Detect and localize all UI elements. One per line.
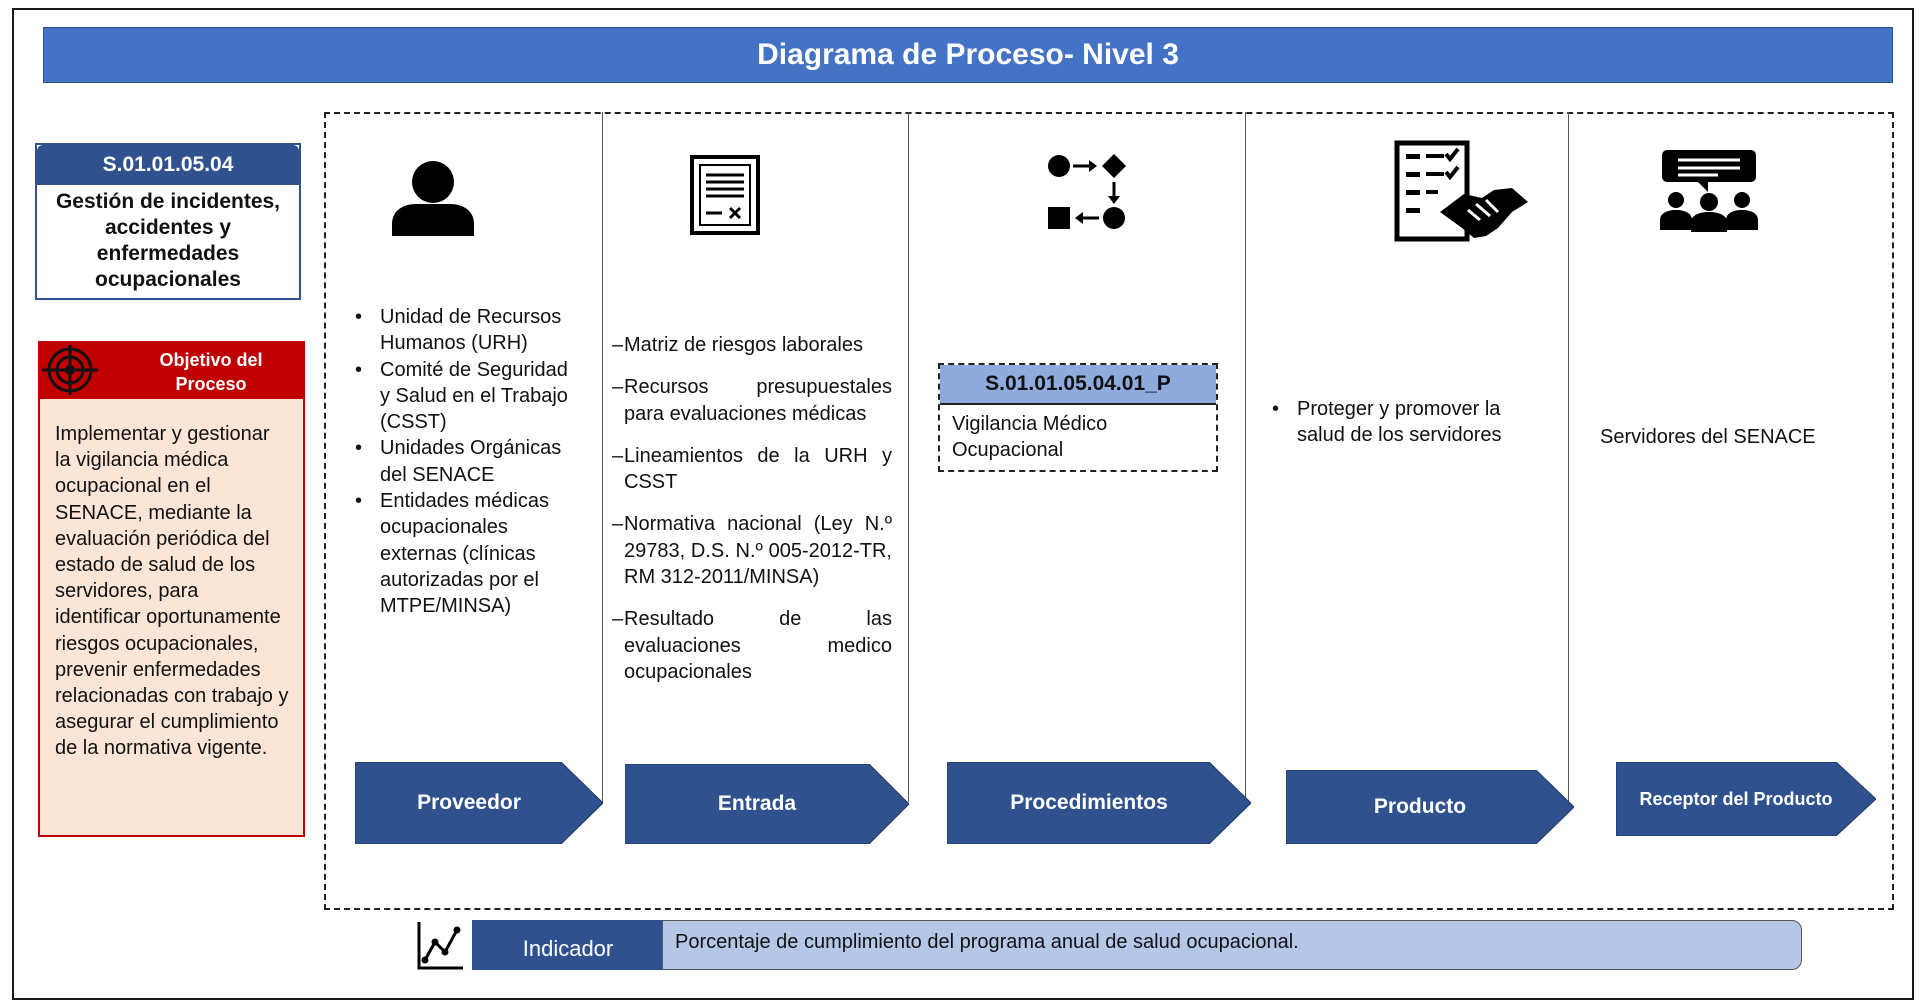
objective-header: Objetivo del Proceso (38, 341, 305, 399)
receptor-text: Servidores del SENACE (1600, 426, 1816, 448)
list-item: Normativa nacional (Ley N.º 29783, D.S. … (612, 511, 892, 590)
diagram-title: Diagrama de Proceso- Nivel 3 (43, 27, 1893, 83)
procedure-name: Vigilancia Médico Ocupacional (952, 413, 1108, 461)
objective-label: Objetivo del Proceso (159, 350, 263, 394)
list-item: Matriz de riesgos laborales (612, 332, 892, 359)
procedure-box: S.01.01.05.04.01_P Vigilancia Médico Ocu… (938, 363, 1218, 472)
entrada-list: Matriz de riesgos laborales Recursos pre… (612, 332, 892, 701)
list-item: Proteger y promover la salud de los serv… (1272, 396, 1539, 449)
line-chart-icon (417, 922, 463, 970)
indicator-text: Porcentaje de cumplimiento del programa … (662, 920, 1802, 970)
proveedor-label: Proveedor (417, 791, 521, 814)
document-icon (690, 155, 760, 235)
column-divider (1568, 112, 1569, 808)
list-item: Comité de Seguridad y Salud en el Trabaj… (355, 357, 577, 436)
procedimientos-arrow (947, 762, 1251, 844)
checklist-handshake-icon (1394, 140, 1528, 242)
producto-label: Producto (1373, 795, 1467, 818)
proveedor-arrow (355, 762, 603, 844)
objective-text: Implementar y gestionar la vigilancia mé… (38, 399, 305, 837)
entrada-label: Entrada (717, 792, 797, 815)
target-icon (42, 345, 98, 395)
flowchart-icon (1048, 154, 1126, 229)
process-code-box: S.01.01.05.04 Gestión de incidentes, acc… (35, 143, 301, 300)
list-item: Unidad de Recursos Humanos (URH) (355, 304, 577, 357)
list-item: Entidades médicas ocupacionales externas… (355, 488, 577, 619)
procedimientos-label: Procedimientos (1010, 791, 1168, 814)
column-divider (1245, 112, 1246, 802)
list-item: Lineamientos de la URH y CSST (612, 443, 892, 496)
process-name: Gestión de incidentes, accidentes y enfe… (55, 190, 281, 291)
indicator-label: Indicador (472, 920, 664, 970)
column-divider (602, 112, 603, 802)
diagram-frame (12, 8, 1914, 1000)
procedure-code: S.01.01.05.04.01_P (940, 365, 1216, 405)
producto-list: Proteger y promover la salud de los serv… (1269, 396, 1539, 449)
list-item: Recursos presupuestales para evaluacione… (612, 374, 892, 427)
producto-arrow (1286, 770, 1574, 844)
list-item: Resultado de las evaluaciones medico ocu… (612, 606, 892, 685)
list-item: Unidades Orgánicas del SENACE (355, 435, 577, 488)
proveedor-list: Unidad de Recursos Humanos (URH) Comité … (352, 304, 577, 620)
column-divider (908, 112, 909, 802)
process-columns-container (324, 112, 1894, 910)
process-code: S.01.01.05.04 (37, 145, 299, 185)
entrada-arrow (625, 764, 909, 844)
person-icon (392, 161, 474, 236)
audience-icon (1660, 150, 1758, 232)
receptor-arrow (1616, 762, 1876, 836)
receptor-label: Receptor del Producto (1639, 788, 1833, 809)
